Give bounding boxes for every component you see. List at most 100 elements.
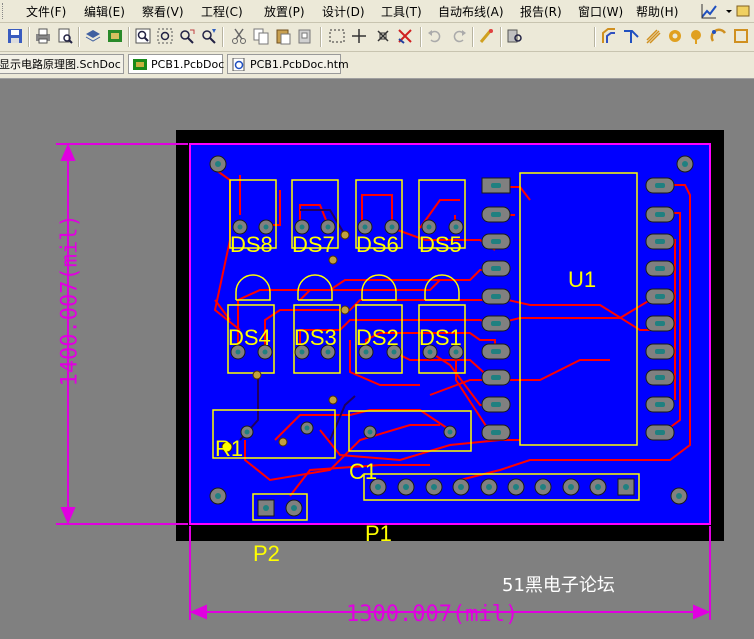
menu-edit[interactable]: 编辑(E) xyxy=(84,5,125,19)
menu-project[interactable]: 工程(C) xyxy=(201,5,243,19)
ds2-outline xyxy=(355,304,403,374)
keepout-boundary xyxy=(189,143,711,525)
ds3-outline xyxy=(293,304,341,374)
ds4-led-dome xyxy=(235,274,271,301)
menu-autoroute[interactable]: 自动布线(A) xyxy=(438,5,504,19)
c1-outline xyxy=(348,410,472,452)
menu-view[interactable]: 察看(V) xyxy=(142,5,184,19)
place-fill-icon[interactable] xyxy=(732,27,750,45)
p1-pads xyxy=(369,478,635,496)
toolbar-separator xyxy=(28,27,30,47)
chart-icon[interactable] xyxy=(700,2,718,20)
dimension-lines xyxy=(56,143,711,620)
place-pad-icon[interactable] xyxy=(666,27,684,45)
ds4-label: DS4 xyxy=(228,325,271,350)
c1-label: C1 xyxy=(349,459,378,484)
place-arc-icon[interactable] xyxy=(710,27,728,45)
zoom-selected-icon[interactable] xyxy=(178,27,196,45)
layers-icon[interactable] xyxy=(84,27,102,45)
save-icon[interactable] xyxy=(6,27,24,45)
p2-pads xyxy=(257,499,303,517)
u1-outline xyxy=(519,172,638,446)
copy-icon[interactable] xyxy=(252,27,270,45)
menu-tools[interactable]: 工具(T) xyxy=(381,5,422,19)
move-icon[interactable] xyxy=(350,27,368,45)
menubar-grip xyxy=(2,3,6,19)
tab-pcb[interactable]: PCB1.PcbDoc xyxy=(128,54,225,74)
menu-help[interactable]: 帮助(H) xyxy=(636,5,679,19)
forum-watermark: 51黑电子论坛 xyxy=(502,575,615,596)
place-via-icon[interactable] xyxy=(688,27,706,45)
ds8-outline xyxy=(229,179,277,249)
ds5-label: DS5 xyxy=(419,232,462,257)
toolbar-separator xyxy=(472,27,474,47)
tab-pcb-html-label: PCB1.PcbDoc.htm xyxy=(250,58,349,71)
paste-icon[interactable] xyxy=(274,27,292,45)
cross-probe-icon[interactable] xyxy=(478,27,496,45)
zoom-filter-icon[interactable] xyxy=(200,27,218,45)
silkscreen-top-row xyxy=(212,172,640,521)
ds2-led-dome xyxy=(361,274,397,301)
led-pads xyxy=(230,219,464,360)
zoom-fit-icon[interactable] xyxy=(134,27,152,45)
pcb-doc-icon xyxy=(133,58,147,71)
tab-pcb-html[interactable]: PCB1.PcbDoc.htm xyxy=(227,54,349,74)
multi-route-icon[interactable] xyxy=(644,27,662,45)
menu-window[interactable]: 窗口(W) xyxy=(578,5,624,19)
redo-icon[interactable] xyxy=(450,27,468,45)
menu-design[interactable]: 设计(D) xyxy=(322,5,365,19)
ds8-label: DS8 xyxy=(230,232,273,257)
deselect-icon[interactable] xyxy=(396,27,414,45)
menu-file[interactable]: 文件(F) xyxy=(26,5,67,19)
ds3-led-dome xyxy=(297,274,333,301)
p2-label: P2 xyxy=(253,541,280,566)
paste-array-icon[interactable] xyxy=(296,27,314,45)
zoom-area-icon[interactable] xyxy=(156,27,174,45)
p1-outline xyxy=(363,473,640,501)
undo-icon[interactable] xyxy=(426,27,444,45)
toolbar-separator xyxy=(222,27,224,47)
tab-schematic-label: 显示电路原理图.SchDoc xyxy=(0,58,121,71)
tab-schematic[interactable]: 显示电路原理图.SchDoc xyxy=(0,54,124,74)
tab-pcb-label: PCB1.PcbDoc xyxy=(151,58,225,71)
toolbar-separator xyxy=(128,27,130,47)
ds2-label: DS2 xyxy=(356,325,399,350)
pcb-board-drawing xyxy=(56,130,724,620)
u1-label: U1 xyxy=(568,267,597,292)
ds1-label: DS1 xyxy=(419,325,462,350)
u1-pads xyxy=(481,177,675,441)
width-dimension-label: 1300.007(mil) xyxy=(346,602,519,627)
print-preview-icon[interactable] xyxy=(56,27,74,45)
toolbar-separator xyxy=(500,27,502,47)
interactive-route-icon[interactable] xyxy=(600,27,618,45)
ds6-outline xyxy=(355,179,403,249)
board-icon[interactable] xyxy=(106,27,124,45)
ds3-label: DS3 xyxy=(294,325,337,350)
ds6-label: DS6 xyxy=(356,232,399,257)
vias xyxy=(221,230,350,453)
toolbar-separator xyxy=(594,27,596,47)
browse-components-icon[interactable] xyxy=(506,27,524,45)
height-dimension-label: 1400.007(mil) xyxy=(57,214,83,387)
select-area-icon[interactable] xyxy=(328,27,346,45)
ds1-led-dome xyxy=(424,274,460,301)
passive-pads xyxy=(240,421,457,439)
toolbar-separator xyxy=(78,27,80,47)
move-selection-icon[interactable] xyxy=(374,27,392,45)
p1-label: P1 xyxy=(365,521,392,546)
menu-place[interactable]: 放置(P) xyxy=(264,5,305,19)
toolbar-icon[interactable] xyxy=(734,2,752,20)
html-doc-icon xyxy=(232,57,246,72)
diff-pair-route-icon[interactable] xyxy=(622,27,640,45)
dropdown-arrow-icon[interactable] xyxy=(720,2,732,20)
cut-icon[interactable] xyxy=(230,27,248,45)
toolbar-separator xyxy=(320,27,322,47)
ds7-outline xyxy=(291,179,339,249)
document-tab-bar: 显示电路原理图.SchDoc PCB1.PcbDoc PCB1.PcbDoc.h… xyxy=(0,52,754,79)
menu-reports[interactable]: 报告(R) xyxy=(520,5,562,19)
ds1-outline xyxy=(418,304,466,374)
pcb-canvas[interactable]: DS8 DS7 DS6 DS5 DS4 DS3 DS2 DS1 U1 R1 C1… xyxy=(0,79,754,639)
r1-label: R1 xyxy=(215,436,244,461)
print-icon[interactable] xyxy=(34,27,52,45)
mounting-holes xyxy=(209,155,694,505)
